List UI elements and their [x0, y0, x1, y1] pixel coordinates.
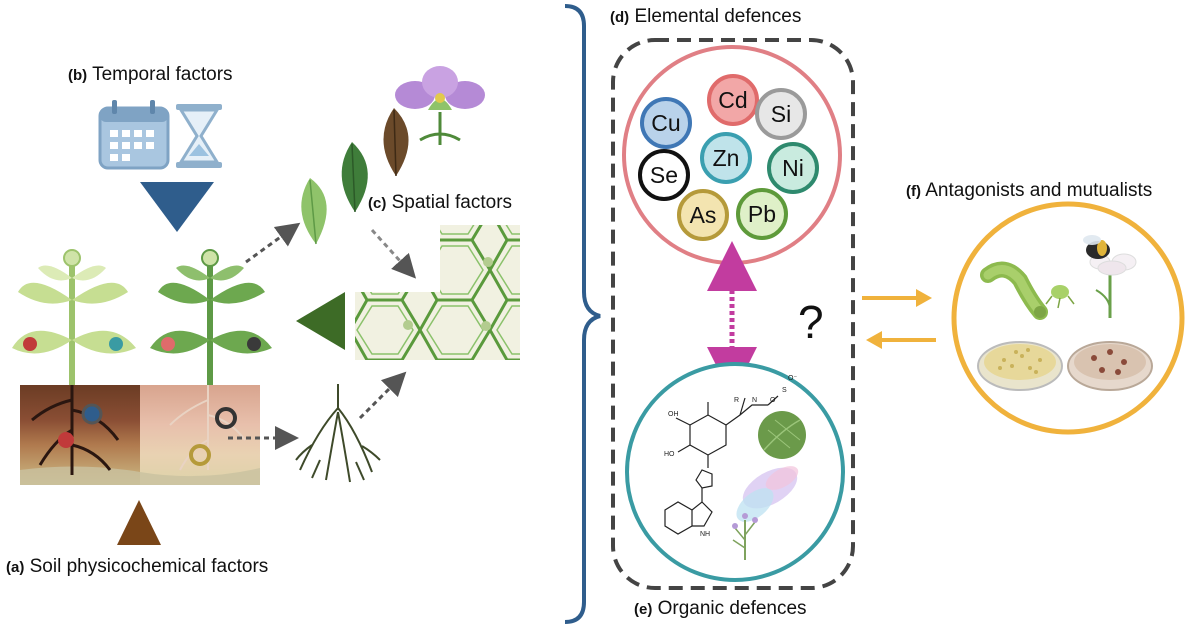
- plant-to-leaves-arrow: [245, 222, 301, 264]
- element-bubble-pb: [736, 188, 788, 240]
- element-bubble-as: [677, 189, 729, 241]
- svg-text:N: N: [752, 397, 757, 404]
- element-symbol-si: Si: [771, 101, 791, 127]
- element-symbol-ni: Ni: [782, 155, 804, 181]
- leaves-to-tissue-arrow: [370, 228, 417, 279]
- element-bubble-cu: [640, 97, 692, 149]
- label-c-spatial: (c) Spatial factors: [368, 192, 513, 213]
- hourglass-icon: [176, 104, 222, 168]
- plant-right: [150, 249, 272, 385]
- element-symbol-pb: Pb: [748, 201, 776, 227]
- svg-text:O⁻: O⁻: [788, 375, 797, 382]
- leaf-disc-icon: [758, 411, 806, 459]
- temporal-arrow: [140, 182, 214, 232]
- leaf-senescent-icon: [383, 108, 409, 177]
- spatial-arrow: [296, 292, 345, 350]
- element-bubble-zn: [700, 132, 752, 184]
- roots-to-tissue-arrow: [358, 371, 407, 420]
- svg-text:S: S: [782, 387, 787, 394]
- plant-left: [12, 249, 136, 385]
- cell-tissue-panel: [355, 225, 520, 360]
- grouping-brace: [564, 4, 601, 624]
- leaf-mature-icon: [341, 142, 368, 213]
- element-symbol-cd: Cd: [718, 87, 747, 113]
- defences-dashed-box: [611, 38, 855, 590]
- flower-icon: [395, 66, 485, 145]
- label-b-temporal: (b) Temporal factors: [68, 64, 233, 85]
- indole-structure: [664, 469, 713, 535]
- svg-text:R: R: [734, 397, 739, 404]
- antagonists-circle: [951, 201, 1185, 435]
- calendar-icon: [98, 100, 170, 170]
- element-bubble-ni: [767, 142, 819, 194]
- aphid-icon: [1045, 285, 1075, 309]
- bee-on-flower-icon: [1083, 235, 1137, 318]
- element-bubble-se: [638, 149, 690, 201]
- element-bubble-cd: [707, 74, 759, 126]
- element-symbol-se: Se: [650, 162, 678, 188]
- element-symbol-as: As: [690, 202, 717, 228]
- element-symbol-zn: Zn: [713, 145, 740, 171]
- svg-text:OH: OH: [668, 411, 679, 418]
- caterpillar-icon: [980, 261, 1048, 320]
- label-e-organic: (e) Organic defences: [634, 598, 807, 619]
- petri-dish-bacteria-icon: [977, 341, 1063, 391]
- fine-roots-icon: [295, 384, 381, 483]
- element-bubble-si: [755, 88, 807, 140]
- soil-block: [20, 385, 260, 485]
- question-mark: ?: [798, 296, 824, 348]
- label-f-antagonists: (f) Antagonists and mutualists: [906, 180, 1153, 201]
- soil-arrow: [117, 500, 161, 545]
- element-symbol-cu: Cu: [651, 110, 680, 136]
- svg-text:O: O: [770, 397, 776, 404]
- svg-text:NH: NH: [700, 531, 710, 538]
- leaf-young-icon: [301, 178, 327, 245]
- glucosinolate-structure: [675, 395, 779, 468]
- volatile-plume-icon: [732, 466, 799, 560]
- label-a-soil: (a) Soil physicochemical factors: [6, 556, 269, 577]
- exchange-arrows: [862, 289, 936, 349]
- svg-text:HO: HO: [664, 451, 675, 458]
- label-d-elemental: (d) Elemental defences: [610, 6, 802, 27]
- petri-dish-fungi-icon: [1067, 341, 1153, 391]
